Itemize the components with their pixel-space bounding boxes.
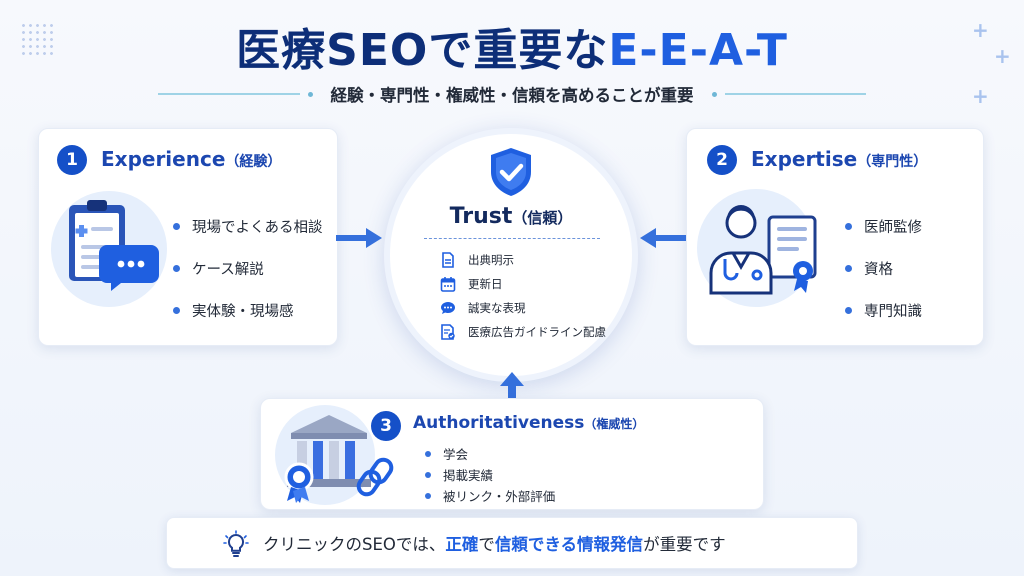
- trust-title: Trust（信頼）: [390, 204, 632, 229]
- footer-text-post: が重要です: [643, 535, 726, 554]
- bullet: [425, 450, 431, 457]
- footer-highlight-2: 信頼できる情報発信: [494, 535, 644, 554]
- list-item: 資格: [845, 247, 922, 289]
- bullet: [425, 471, 431, 478]
- footer-text-pre: クリニックのSEOでは、: [263, 535, 446, 554]
- bullet: [845, 222, 852, 230]
- authority-title: Authoritativeness（権威性）: [413, 413, 644, 433]
- experience-title-text: Experience: [101, 147, 226, 171]
- trust-title-paren: （信頼）: [512, 209, 573, 227]
- authority-number-badge: 3: [371, 411, 401, 441]
- bullet: [173, 306, 180, 314]
- trust-title-text: Trust: [449, 204, 513, 229]
- experience-title: Experience（経験）: [101, 147, 281, 171]
- shield-check-icon: [491, 148, 531, 196]
- authority-title-text: Authoritativeness: [413, 413, 585, 433]
- expertise-number-badge: 2: [707, 145, 737, 175]
- decor-plus-icon: +: [972, 84, 989, 108]
- arrow-left-icon: [640, 228, 686, 248]
- experience-item-text: ケース解説: [192, 261, 264, 278]
- subtitle-dot-left: [307, 91, 313, 97]
- trust-item-label: 更新日: [468, 277, 503, 291]
- chat-icon: [441, 302, 455, 314]
- arrow-up-icon: [500, 372, 524, 400]
- trust-item: 更新日: [440, 276, 503, 292]
- authority-item-text: 掲載実績: [443, 468, 494, 483]
- footer-banner: クリニックのSEOでは、正確で信頼できる情報発信が重要です: [166, 517, 858, 569]
- trust-item: 誠実な表現: [440, 300, 526, 316]
- calendar-icon: [440, 277, 456, 292]
- list-item: 学会: [425, 443, 555, 464]
- trust-divider: [424, 238, 600, 239]
- footer-highlight-1: 正確: [445, 535, 479, 554]
- bullet: [845, 306, 852, 314]
- footer-text: クリニックのSEOでは、正確で信頼できる情報発信が重要です: [263, 531, 726, 555]
- expertise-title: Expertise（専門性）: [751, 147, 927, 171]
- doctor-certificate-icon: [709, 205, 817, 295]
- expertise-title-paren: （専門性）: [857, 154, 928, 170]
- arrow-right-icon: [336, 228, 382, 248]
- expertise-item-text: 医師監修: [864, 219, 922, 236]
- expertise-title-text: Expertise: [751, 147, 858, 171]
- expertise-list: 医師監修 資格 専門知識: [845, 205, 922, 331]
- title-accent: E-E-A-T: [608, 25, 788, 76]
- expertise-card: 2 Expertise（専門性） 医師監修 資格 専門知識: [686, 128, 984, 346]
- document-icon: [442, 252, 454, 268]
- expertise-item-text: 資格: [864, 261, 893, 278]
- bullet: [173, 264, 180, 272]
- subtitle-line-left: [158, 93, 300, 95]
- expertise-item-text: 専門知識: [864, 303, 922, 320]
- subtitle-row: 経験・専門性・権威性・信頼を高めることが重要: [158, 82, 866, 106]
- subtitle-line-right: [724, 93, 866, 95]
- authority-item-text: 学会: [443, 447, 469, 462]
- bullet: [173, 222, 180, 230]
- authority-title-paren: （権威性）: [584, 417, 645, 431]
- decor-dots-top-left: [20, 22, 54, 56]
- bullet: [845, 264, 852, 272]
- trust-item-label: 誠実な表現: [468, 301, 526, 315]
- experience-card: 1 Experience（経験） 現場でよくある相談 ケース解説 実体験・現場感: [38, 128, 338, 346]
- experience-item-text: 実体験・現場感: [192, 303, 294, 320]
- experience-item-text: 現場でよくある相談: [192, 219, 323, 236]
- list-item: 医師監修: [845, 205, 922, 247]
- experience-number-badge: 1: [57, 145, 87, 175]
- list-item: 実体験・現場感: [173, 289, 323, 331]
- authority-list: 学会 掲載実績 被リンク・外部評価: [425, 443, 555, 506]
- list-item: 専門知識: [845, 289, 922, 331]
- list-item: ケース解説: [173, 247, 323, 289]
- bullet: [425, 492, 431, 499]
- trust-item: 出典明示: [440, 252, 514, 268]
- experience-title-paren: （経験）: [225, 154, 282, 170]
- decor-plus-icon: +: [972, 18, 989, 42]
- authority-item-text: 被リンク・外部評価: [443, 489, 556, 504]
- experience-list: 現場でよくある相談 ケース解説 実体験・現場感: [173, 205, 323, 331]
- authority-card: 3 Authoritativeness（権威性） 学会 掲載実績 被リンク・外部…: [260, 398, 764, 510]
- subtitle: 経験・専門性・権威性・信頼を高めることが重要: [330, 86, 694, 105]
- trust-item-label: 出典明示: [468, 253, 514, 267]
- decor-plus-icon: +: [994, 44, 1011, 68]
- list-item: 現場でよくある相談: [173, 205, 323, 247]
- institution-award-link-icon: [284, 415, 394, 503]
- list-item: 掲載実績: [425, 464, 555, 485]
- title-text: 医療SEOで重要な: [236, 25, 609, 76]
- subtitle-dot-right: [711, 91, 717, 97]
- page-title: 医療SEOで重要なE-E-A-T: [0, 14, 1024, 78]
- list-item: 被リンク・外部評価: [425, 485, 555, 506]
- trust-item: 医療広告ガイドライン配慮: [440, 324, 606, 340]
- footer-text-mid: で: [478, 535, 495, 554]
- clipboard-chat-icon: [69, 200, 159, 291]
- lightbulb-icon: [223, 530, 249, 557]
- trust-circle: Trust（信頼） 出典明示 更新日 誠実な表現 医療広告ガイドライン配慮: [384, 128, 638, 382]
- guideline-document-icon: [441, 324, 455, 340]
- trust-item-label: 医療広告ガイドライン配慮: [468, 325, 606, 339]
